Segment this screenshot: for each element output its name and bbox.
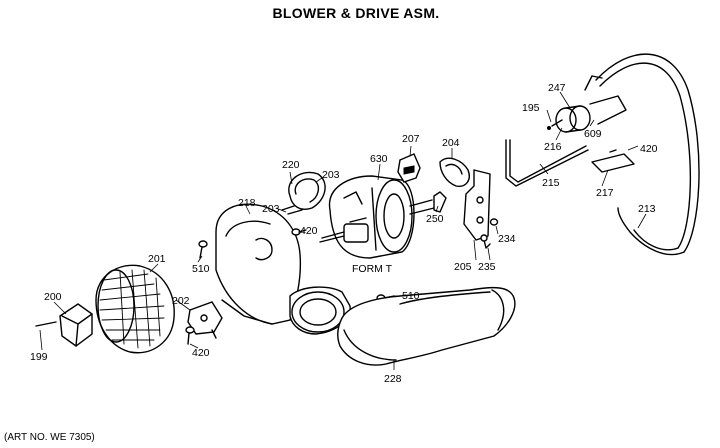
callout-204: 204 [442,137,460,149]
wheel-bracket-drawing [187,301,223,339]
callout-195: 195 [522,102,540,114]
callout-630: 630 [370,153,388,165]
motor-switch-drawing [397,153,421,183]
callout-201: 201 [148,253,166,265]
leader-lines [39,91,647,370]
callout-420-idler: 420 [640,143,658,155]
callout-510-duct: 510 [402,290,420,302]
diagram-title: BLOWER & DRIVE ASM. [273,5,440,21]
callout-205: 205 [454,261,472,273]
callout-215: 215 [542,177,560,189]
callout-228: 228 [384,373,402,385]
callout-234: 234 [498,233,516,245]
callout-235: 235 [478,261,496,273]
callout-203-upper: 203 [322,169,340,181]
callout-213: 213 [638,203,656,215]
callout-203-lower: 203 [262,203,280,215]
blower-housing-drawing [215,203,351,335]
callout-420-bracket: 420 [192,347,210,359]
art-number: (ART NO. WE 7305) [4,432,95,443]
callout-216: 216 [544,141,562,153]
callout-609: 609 [584,128,602,140]
callout-labels: 195 199 200 201 202 203 203 204 205 207 … [30,82,658,385]
callout-247: 247 [548,82,566,94]
callout-250: 250 [426,213,444,225]
wheel-retainer-drawing [35,303,93,347]
drive-belt-drawing [584,53,700,256]
callout-199: 199 [30,351,48,363]
callout-220: 220 [282,159,300,171]
callout-420-motor: 420 [300,225,318,237]
blower-wheel-drawing [95,264,175,354]
callout-202: 202 [172,295,190,307]
idler-assembly-drawing [505,95,635,187]
blower-duct-drawing [337,286,516,366]
callout-200: 200 [44,291,62,303]
callout-217: 217 [596,187,614,199]
callout-510-housing: 510 [192,263,210,275]
callout-207: 207 [402,133,420,145]
motor-bracket-drawing [439,157,491,249]
motor-clamp-rings-drawing [281,171,326,215]
motor-drawing [319,175,447,259]
callout-form-t: FORM T [352,263,393,275]
callout-218: 218 [238,197,256,209]
